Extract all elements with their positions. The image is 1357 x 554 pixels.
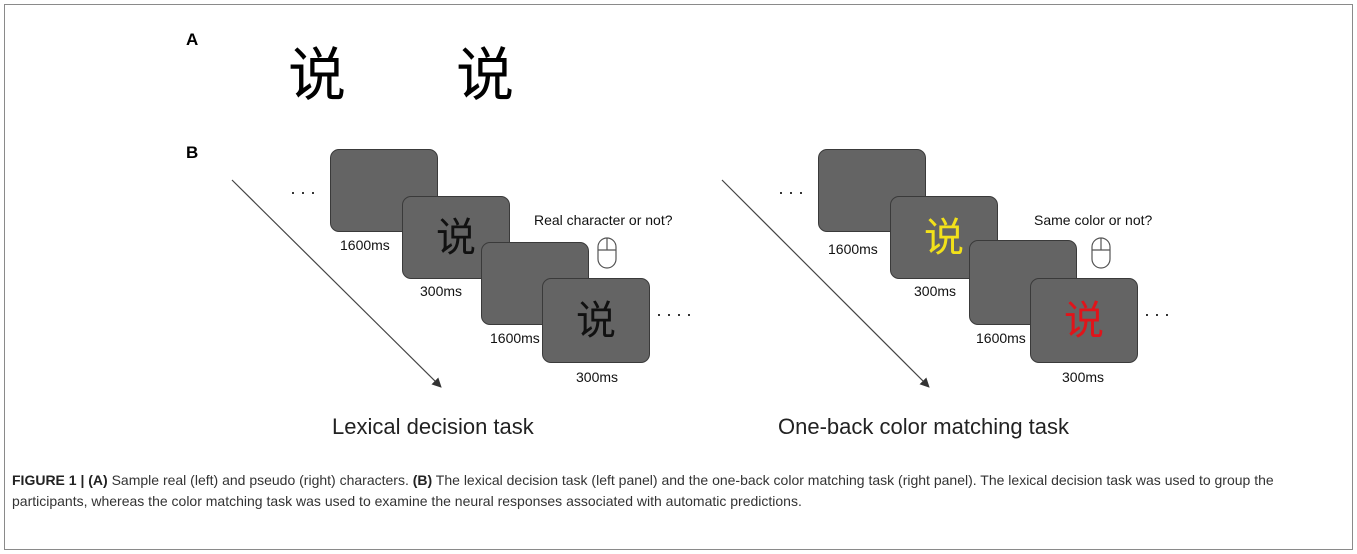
caption-a-label: (A) [88, 472, 108, 488]
right-timing-4: 300ms [1062, 369, 1105, 385]
left-mouse-icon [597, 237, 617, 269]
right-trailing-dots: ··· [1144, 304, 1174, 324]
real-character-sample: 说 [288, 41, 347, 109]
left-trailing-dots: ···· [656, 304, 696, 324]
right-mouse-icon [1091, 237, 1111, 269]
left-screen-4: 说 [542, 278, 650, 363]
left-timing-4: 300ms [576, 369, 619, 385]
caption-b-text: The lexical decision task (left panel) a… [12, 472, 1274, 509]
right-screen-4-char: 说 [1064, 297, 1104, 344]
right-question: Same color or not? [1034, 212, 1153, 228]
right-timing-1: 1600ms [828, 241, 878, 257]
right-time-arrow [721, 179, 930, 388]
left-timing-3: 1600ms [490, 330, 540, 346]
right-task-title: One-back color matching task [778, 414, 1070, 439]
left-screen-4-char: 说 [576, 297, 616, 344]
figure-frame [4, 4, 1353, 550]
right-leading-dots: ··· [778, 182, 808, 202]
left-task-title: Lexical decision task [332, 414, 534, 439]
figure-caption: FIGURE 1 | (A) Sample real (left) and ps… [12, 470, 1340, 512]
pseudo-character-sample: 说 [456, 41, 515, 109]
right-screen-2-char: 说 [924, 214, 964, 261]
panel-b-label: B [186, 143, 199, 162]
left-leading-dots: ··· [290, 182, 320, 202]
right-screen-4: 说 [1030, 278, 1138, 363]
caption-figure-label: FIGURE 1 | [12, 472, 85, 488]
panel-a-label: A [186, 30, 199, 49]
right-timing-3: 1600ms [976, 330, 1026, 346]
left-timing-1: 1600ms [340, 237, 390, 253]
left-timing-2: 300ms [420, 283, 463, 299]
caption-b-label: (B) [412, 472, 433, 488]
left-question: Real character or not? [534, 212, 673, 228]
left-screen-2-char: 说 [436, 214, 476, 261]
left-screen-2: 说 [402, 196, 510, 279]
caption-a-text: Sample real (left) and pseudo (right) ch… [107, 472, 413, 488]
left-time-arrow [231, 179, 442, 388]
right-timing-2: 300ms [914, 283, 957, 299]
